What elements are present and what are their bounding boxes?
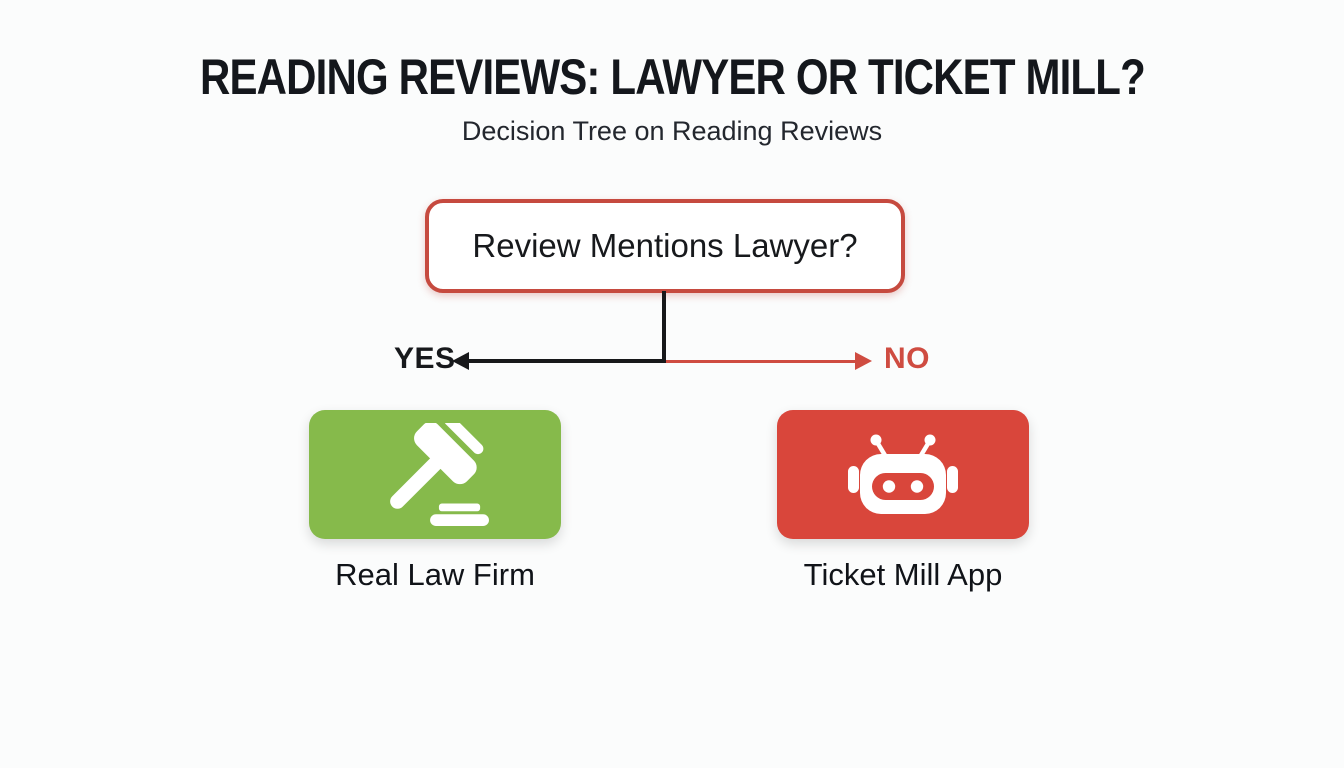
root-question-node: Review Mentions Lawyer?: [425, 199, 905, 293]
robot-icon: [848, 434, 958, 514]
yes-branch-label: YES: [394, 342, 456, 375]
gavel-icon: [390, 422, 489, 526]
page-title: READING REVIEWS: LAWYER OR TICKET MILL?: [0, 48, 1344, 106]
connector-no-line: [666, 360, 858, 363]
page-title-text: READING REVIEWS: LAWYER OR TICKET MILL?: [199, 49, 1146, 105]
connector-vertical-line: [662, 291, 666, 361]
yes-arrowhead-icon: [452, 352, 469, 370]
outcome-card-ticket-mill: [777, 410, 1029, 539]
outcome-card-real-law-firm: [309, 410, 561, 539]
outcome-label-ticket-mill: Ticket Mill App: [803, 557, 1003, 592]
no-arrowhead-icon: [855, 352, 872, 370]
connector-yes-line: [469, 359, 666, 363]
outcome-label-real-law-firm: Real Law Firm: [335, 557, 535, 592]
no-branch-label: NO: [884, 342, 930, 375]
page-subtitle: Decision Tree on Reading Reviews: [461, 116, 883, 146]
root-question-text: Review Mentions Lawyer?: [472, 227, 858, 264]
